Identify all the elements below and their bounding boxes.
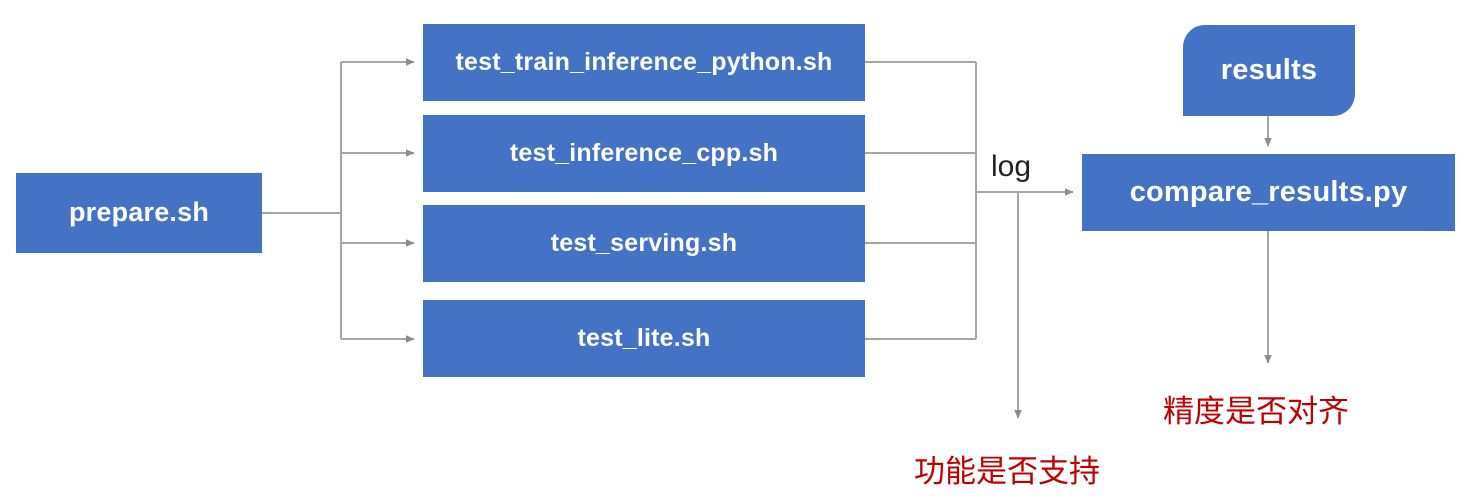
node-compare-results-py[interactable]: compare_results.py [1082,154,1455,231]
note-function-support: 功能是否支持 [914,454,1100,490]
node-test-train-inference-python[interactable]: test_train_inference_python.sh [423,24,865,101]
node-results[interactable]: results [1183,25,1355,116]
node-test-inference-cpp[interactable]: test_inference_cpp.sh [423,115,865,192]
node-prepare-sh[interactable]: prepare.sh [16,173,262,253]
node-test-lite[interactable]: test_lite.sh [423,300,865,377]
note-precision-alignment: 精度是否对齐 [1163,394,1349,430]
edge-label-log: log [991,150,1032,183]
node-test-serving[interactable]: test_serving.sh [423,205,865,282]
